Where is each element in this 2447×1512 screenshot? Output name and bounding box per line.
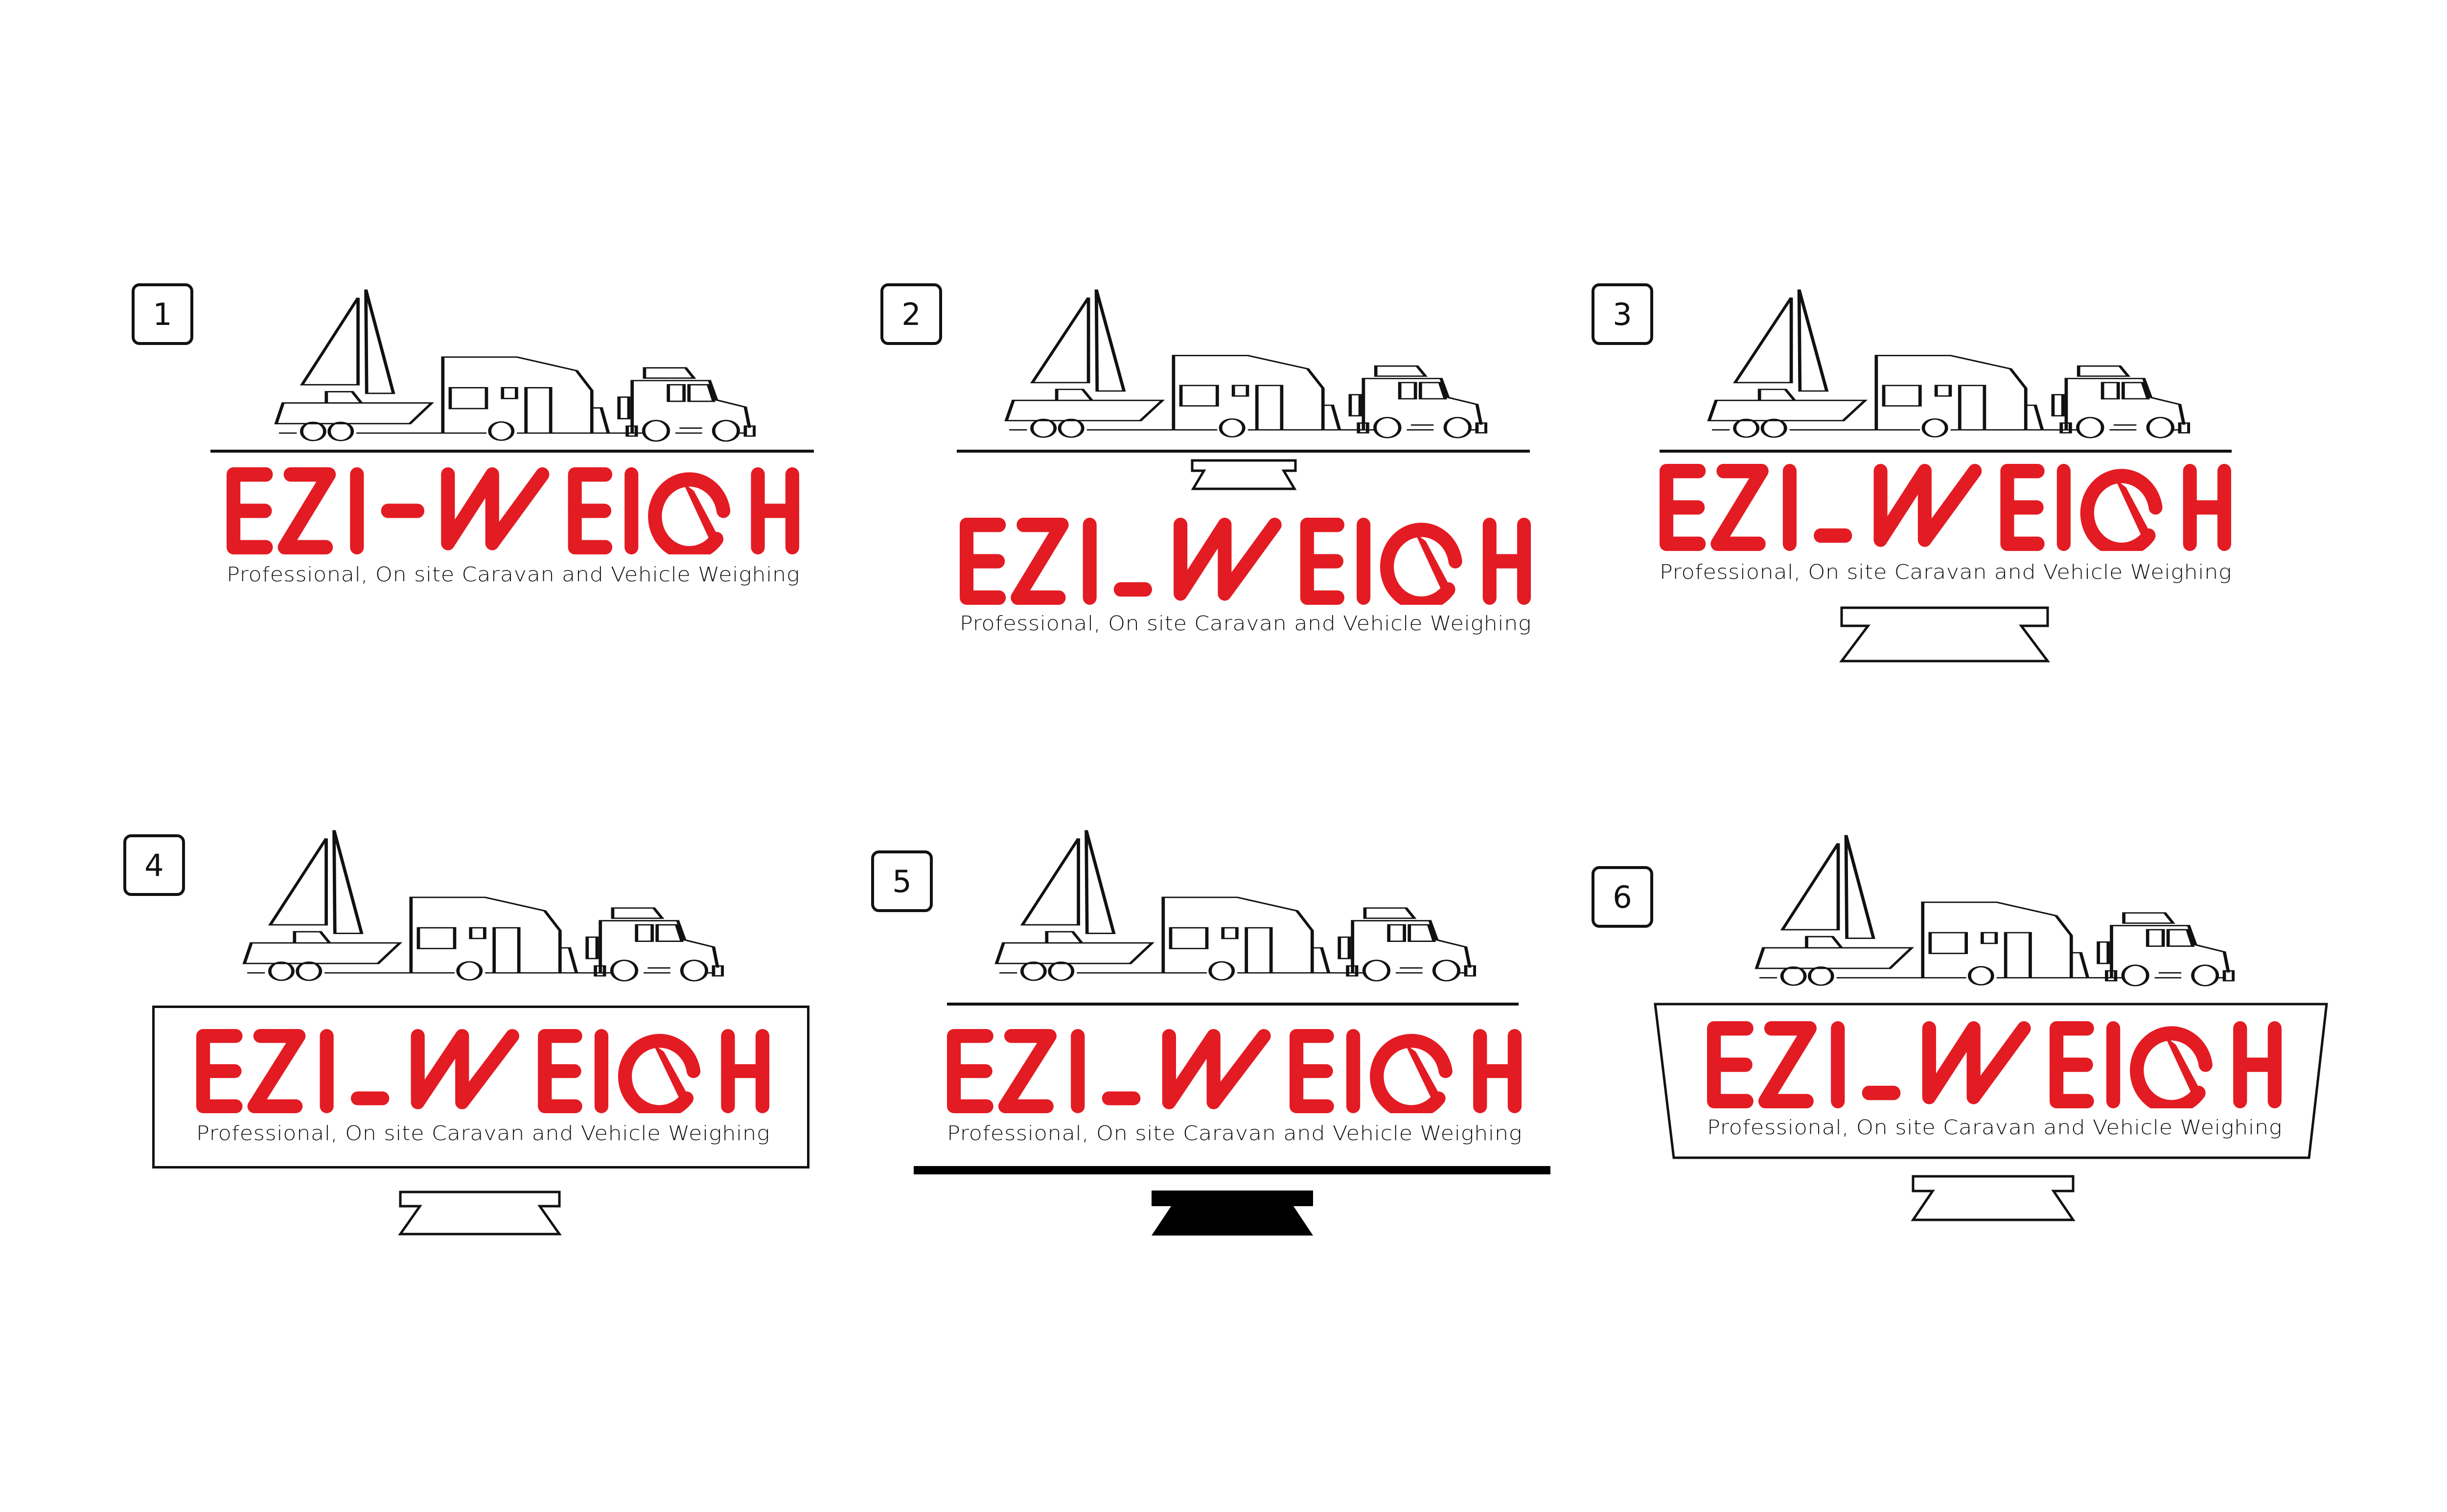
vehicles-illustration-icon bbox=[1754, 834, 2235, 986]
ezi-weigh-wordmark bbox=[196, 1029, 770, 1113]
tagline: Professional, On site Caravan and Vehicl… bbox=[947, 1122, 1523, 1145]
ezi-weigh-wordmark bbox=[947, 1029, 1522, 1113]
rectangle-frame bbox=[152, 1006, 809, 1168]
trapezoid-frame bbox=[1654, 1003, 2328, 1159]
weigh-scale-stand-icon bbox=[1911, 1175, 2076, 1221]
divider-line bbox=[947, 1003, 1519, 1006]
divider-line bbox=[210, 450, 814, 453]
variant-number-badge: 2 bbox=[880, 283, 942, 345]
tagline: Professional, On site Caravan and Vehicl… bbox=[196, 1122, 770, 1145]
weigh-scale-stand-icon bbox=[1191, 459, 1297, 490]
variant-number-badge: 4 bbox=[123, 834, 185, 896]
tagline: Professional, On site Caravan and Vehicl… bbox=[1660, 560, 2232, 584]
variant-number-badge: 5 bbox=[871, 850, 933, 912]
vehicles-illustration-icon bbox=[242, 829, 724, 982]
ezi-weigh-wordmark bbox=[1707, 1021, 2282, 1108]
weigh-scale-stand-icon bbox=[1839, 606, 2050, 663]
vehicles-illustration-icon bbox=[994, 829, 1476, 982]
variant-number-badge: 6 bbox=[1592, 866, 1653, 928]
ezi-weigh-wordmark bbox=[1660, 464, 2232, 551]
tagline: Professional, On site Caravan and Vehicl… bbox=[1707, 1116, 2283, 1139]
variant-number-badge: 1 bbox=[132, 283, 193, 345]
tagline: Professional, On site Caravan and Vehicl… bbox=[227, 563, 800, 586]
vehicles-illustration-icon bbox=[1004, 289, 1487, 438]
divider-line bbox=[957, 450, 1530, 453]
ezi-weigh-wordmark bbox=[227, 467, 800, 554]
vehicles-illustration-icon bbox=[274, 289, 756, 442]
weigh-scale-stand-icon bbox=[398, 1191, 562, 1236]
variant-number-badge: 3 bbox=[1592, 283, 1653, 345]
divider-line bbox=[1660, 450, 2232, 453]
weigh-scale-stand-icon bbox=[1152, 1191, 1313, 1236]
ezi-weigh-wordmark bbox=[960, 518, 1531, 605]
heavy-base-bar bbox=[914, 1166, 1550, 1174]
tagline: Professional, On site Caravan and Vehicl… bbox=[960, 612, 1532, 635]
vehicles-illustration-icon bbox=[1707, 289, 2190, 438]
